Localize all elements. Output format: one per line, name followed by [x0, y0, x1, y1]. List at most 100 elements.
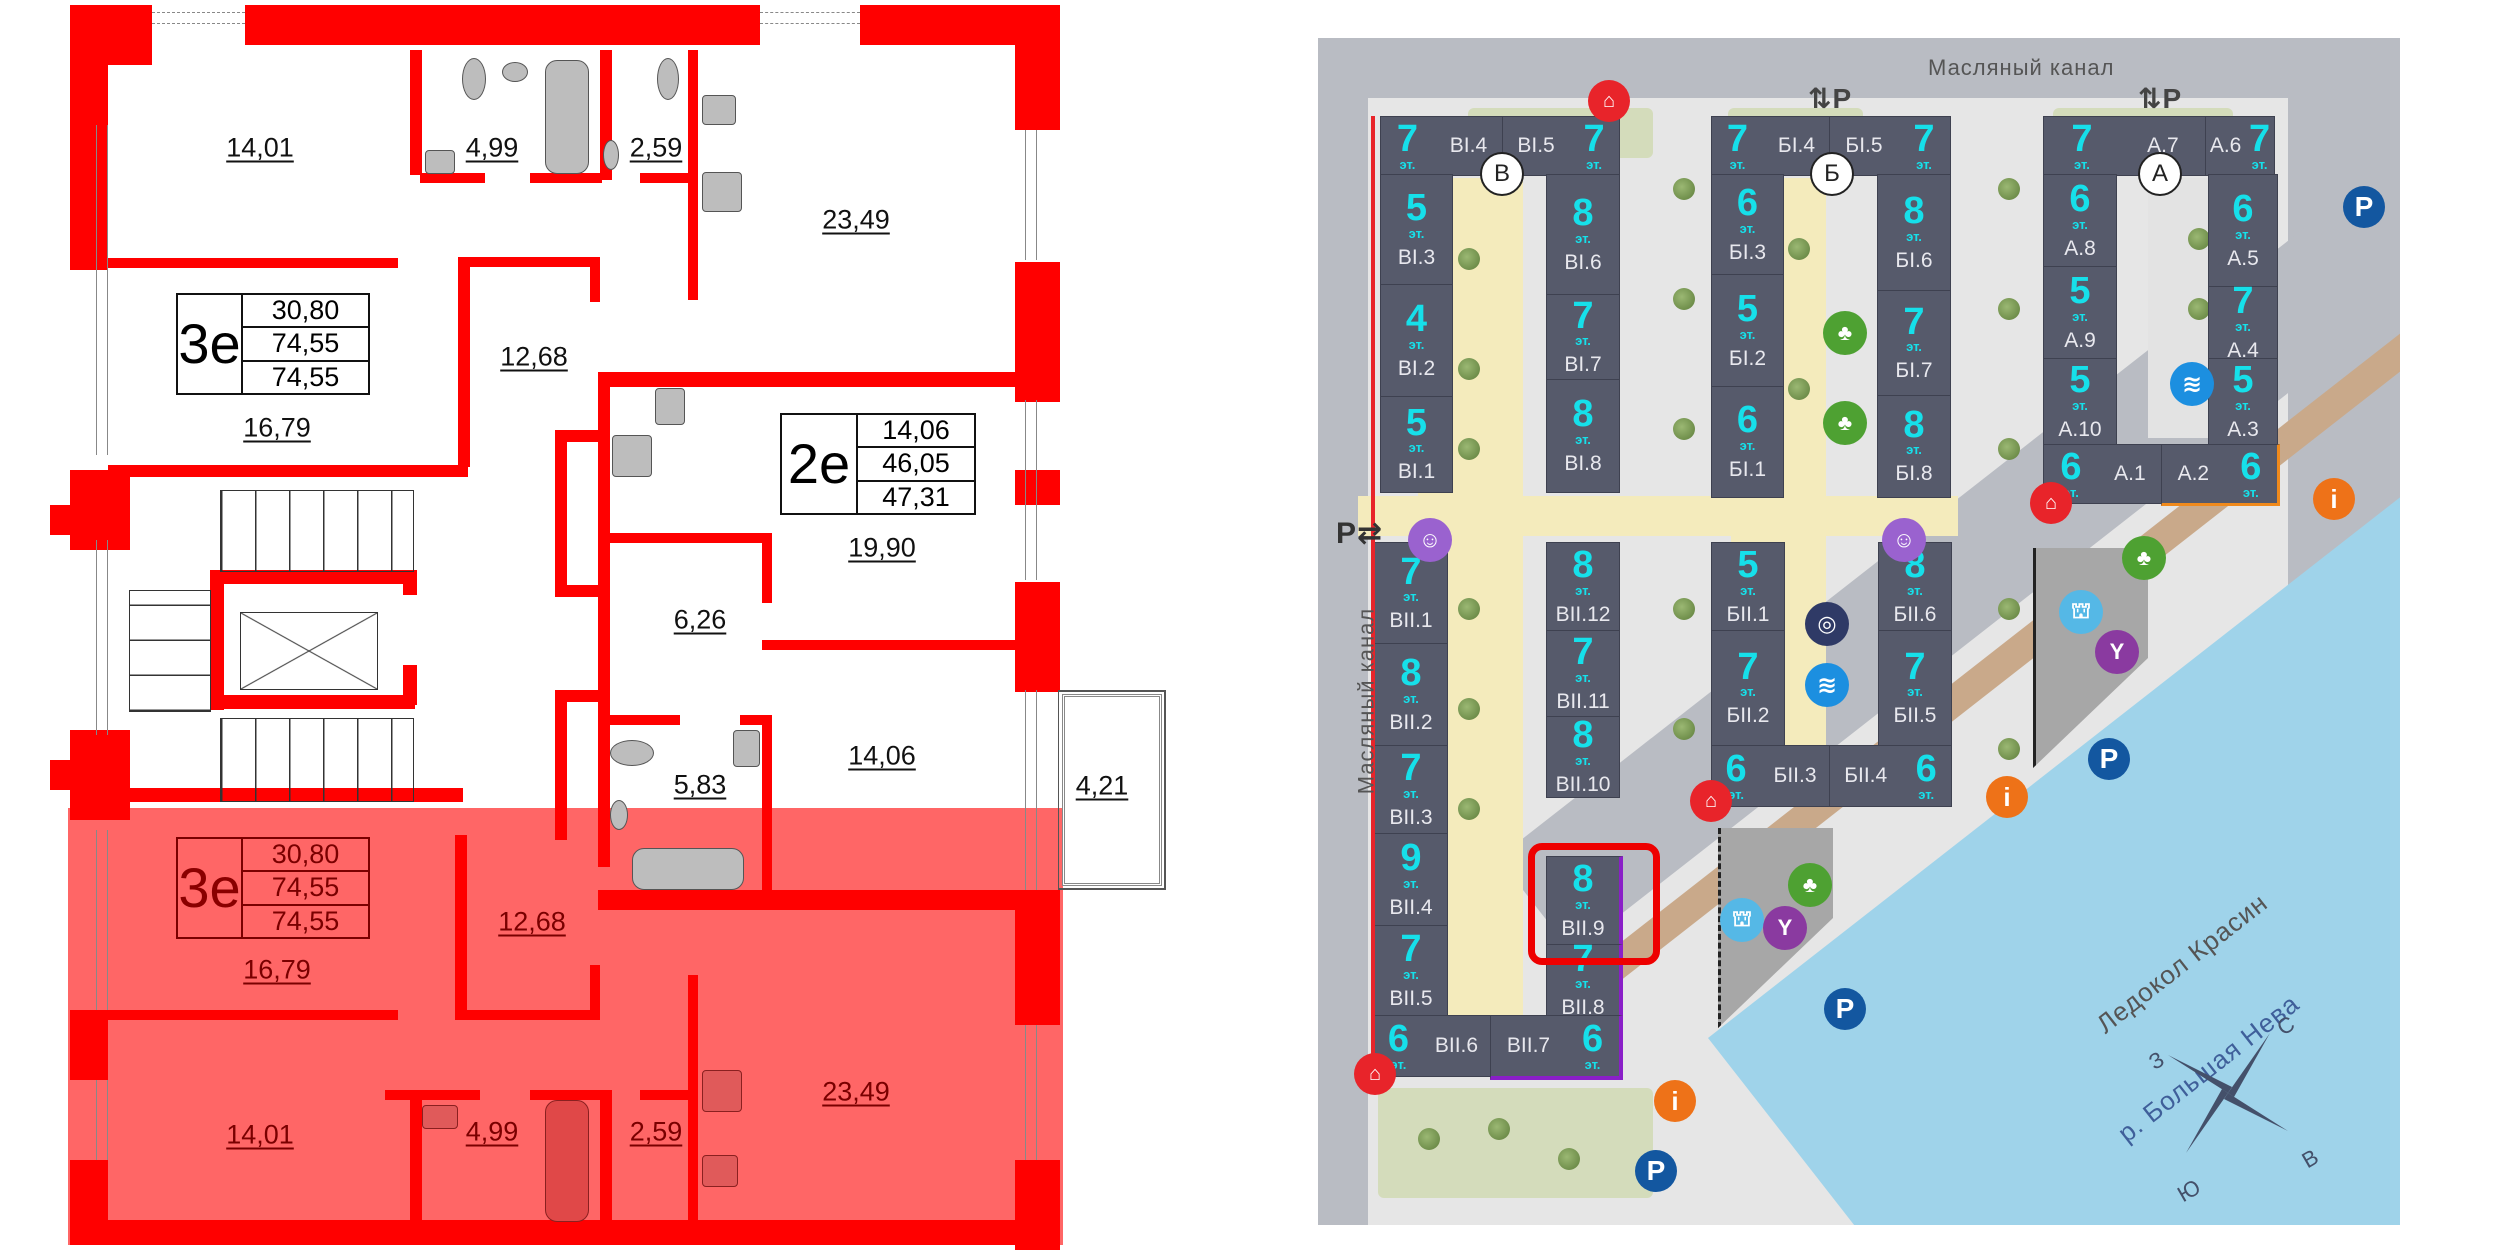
floors: 7 [1913, 118, 1935, 161]
selected-building-highlight[interactable] [1528, 843, 1660, 965]
park-bench-icon[interactable]: ♣ [2122, 536, 2166, 580]
wall [1015, 262, 1060, 402]
floor-suffix: эт. [1575, 582, 1591, 598]
park-bench-icon[interactable]: ♣ [1788, 863, 1832, 907]
arrows-updown-icon: ⇅ [2138, 83, 2163, 114]
pool-icon[interactable]: ≋ [1805, 663, 1849, 707]
floor-suffix: эт. [1575, 752, 1591, 768]
wall [762, 533, 772, 603]
park-bench-icon[interactable]: ♣ [1823, 401, 1867, 445]
building-name: А.1 [2114, 462, 2146, 485]
parking-icon[interactable]: P [2343, 186, 2385, 228]
section-badge-v[interactable]: В [1480, 152, 1524, 196]
parking-entry-top-b[interactable]: ⇅P [1808, 82, 1852, 115]
park-bench-icon[interactable]: ♣ [1823, 311, 1867, 355]
floor-suffix: эт. [2235, 318, 2251, 334]
kids-playground-icon[interactable]: ⛫ [1720, 898, 1764, 942]
info-icon[interactable]: i [1654, 1080, 1696, 1122]
stair-landing [129, 590, 211, 712]
tree [1673, 178, 1695, 200]
entrance-gate-icon[interactable]: ⌂ [1588, 80, 1630, 122]
room-area: 12,68 [498, 906, 566, 937]
floor-suffix: эт. [1575, 333, 1591, 349]
info-icon[interactable]: i [1986, 776, 2028, 818]
entrance-gate-icon[interactable]: ⌂ [1690, 780, 1732, 822]
floor-suffix: эт. [1740, 684, 1756, 700]
floors: 7 [1904, 645, 1926, 688]
balcony[interactable] [1058, 690, 1166, 890]
entrance-gate-icon[interactable]: ⌂ [1354, 1053, 1396, 1095]
window [1025, 690, 1037, 890]
floors: 8 [1572, 544, 1594, 587]
wall [590, 257, 600, 302]
parking-entry-top-a[interactable]: ⇅P [2138, 82, 2182, 115]
spa-stones-icon[interactable]: ◎ [1805, 602, 1849, 646]
workout-area-icon[interactable]: Y [1763, 906, 1807, 950]
yoga-area-icon[interactable]: ☺ [1882, 518, 1926, 562]
pool-icon[interactable]: ≋ [2170, 362, 2214, 406]
parking-entry-left[interactable]: P⇄ [1336, 516, 1383, 551]
workout-area-icon[interactable]: Y [2095, 630, 2139, 674]
parking-icon[interactable]: P [1635, 1150, 1677, 1192]
floor-suffix: эт. [2072, 308, 2088, 324]
apartment-info-3e-top[interactable]: 3е 30,80 74,55 74,55 [176, 293, 370, 395]
kids-playground-icon[interactable]: ⛫ [2059, 590, 2103, 634]
info-icon[interactable]: i [2313, 478, 2355, 520]
building-name: ВI.1 [1397, 460, 1436, 484]
parking-icon[interactable]: P [1824, 988, 1866, 1030]
stove-icon [612, 435, 652, 477]
apartment-info-3e-selected[interactable]: 3е 30,80 74,55 74,55 [176, 837, 370, 939]
parking-icon[interactable]: P [2088, 738, 2130, 780]
floor-suffix: эт. [1906, 228, 1922, 244]
apartment-info-2e[interactable]: 2е 14,06 46,05 47,31 [780, 413, 976, 515]
entrance-gate-icon[interactable]: ⌂ [2030, 482, 2072, 524]
wall [610, 533, 770, 543]
floor-suffix: эт. [2242, 484, 2259, 500]
wall [740, 715, 770, 725]
floor-suffix: эт. [1575, 896, 1591, 912]
floors: 7 [1903, 300, 1925, 343]
floors: 8 [1400, 652, 1422, 695]
floor-suffix: эт. [2073, 156, 2090, 172]
section-badge-a[interactable]: А [2138, 152, 2182, 196]
yoga-area-icon[interactable]: ☺ [1408, 518, 1452, 562]
section-badge-b[interactable]: Б [1810, 152, 1854, 196]
floors: 7 [2071, 118, 2093, 161]
